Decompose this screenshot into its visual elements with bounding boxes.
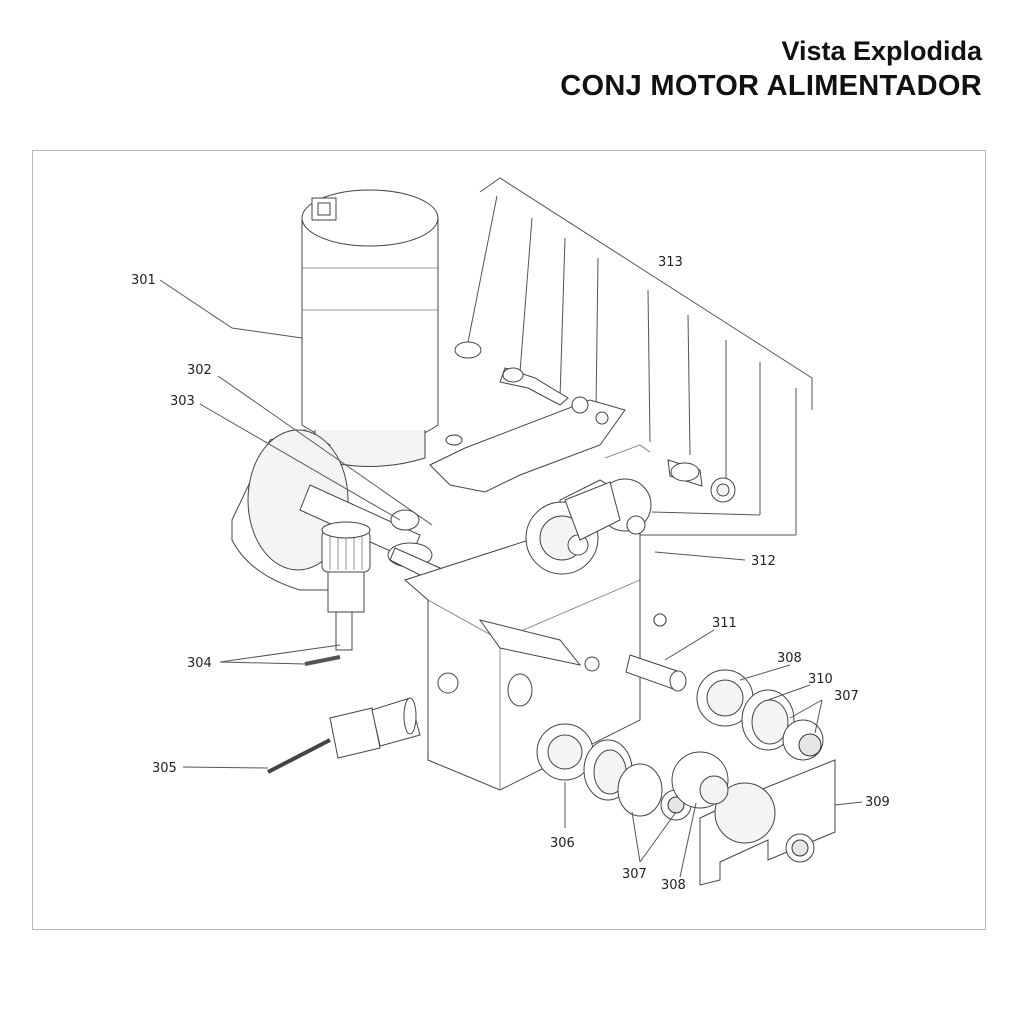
label-301: 301 <box>131 273 156 288</box>
motor-301 <box>301 189 439 467</box>
diagram-frame <box>32 150 986 930</box>
label-312: 312 <box>751 554 776 569</box>
knob-304 <box>304 521 371 666</box>
label-305: 305 <box>152 761 177 776</box>
lever-parts-313 <box>429 341 736 503</box>
label-302: 302 <box>187 363 212 378</box>
bracket-313-lines <box>467 177 813 536</box>
label-313: 313 <box>658 255 683 270</box>
cover-plate-309 <box>699 759 836 886</box>
shaft-311 <box>625 613 687 692</box>
gear-stack-306-308 <box>536 723 729 821</box>
gear-assembly-312 <box>525 478 652 575</box>
label-308-upper: 308 <box>777 651 802 666</box>
label-307-lower: 307 <box>622 867 647 882</box>
label-310: 310 <box>808 672 833 687</box>
gear-stack-308-310 <box>696 669 824 761</box>
label-304: 304 <box>187 656 212 671</box>
label-306: 306 <box>550 836 575 851</box>
title-block: Vista Explodida CONJ MOTOR ALIMENTADOR <box>560 34 982 104</box>
title-assembly-name: CONJ MOTOR ALIMENTADOR <box>560 70 982 102</box>
title-exploded-view: Vista Explodida <box>781 36 982 66</box>
label-309: 309 <box>865 795 890 810</box>
wire-guide-305 <box>267 697 421 774</box>
label-308-lower: 308 <box>661 878 686 893</box>
label-311: 311 <box>712 616 737 631</box>
label-307-upper: 307 <box>834 689 859 704</box>
leader-lines <box>159 279 863 878</box>
label-303: 303 <box>170 394 195 409</box>
